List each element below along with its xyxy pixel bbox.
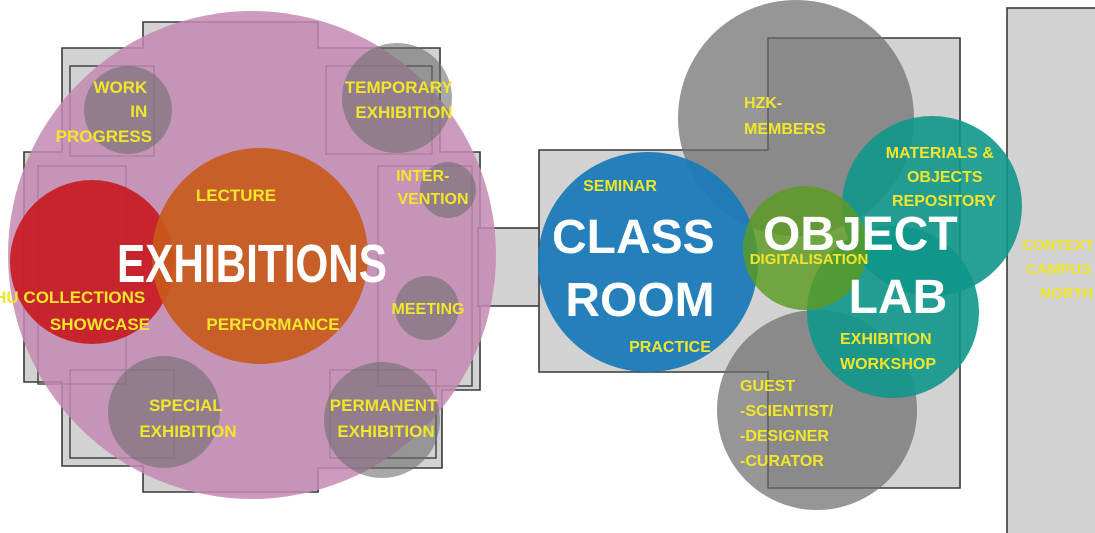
- exhibition-workshop-label: EXHIBITION WORKSHOP: [840, 331, 936, 373]
- context-labels: CONTEXT CAMPUS NORTH: [1022, 237, 1095, 302]
- lecture-performance-circle: [152, 148, 368, 364]
- exhibitions-labels: EXHIBITIONS LECTURE PERFORMANCE HU COLLE…: [0, 78, 469, 441]
- digitalisation-label: DIGITALISATION: [750, 251, 869, 268]
- permanent-exhibition-circle: [324, 362, 440, 478]
- practice-label: PRACTICE: [629, 339, 711, 356]
- classroom-labels: SEMINAR CLASS ROOM PRACTICE: [552, 178, 728, 356]
- intervention-circle: [420, 162, 476, 218]
- object-lab-labels: HZK- MEMBERS MATERIALS & OBJECTS REPOSIT…: [740, 95, 999, 470]
- hu-collections-circle: [10, 180, 174, 344]
- classroom-circle: [538, 152, 758, 372]
- work-in-progress-circle: [84, 66, 172, 154]
- performance-label: PERFORMANCE: [206, 315, 339, 334]
- object-lab-title: OBJECT LAB: [763, 208, 971, 324]
- temporary-exhibition-circle: [342, 43, 452, 153]
- classroom-lab-zone: [538, 0, 1022, 510]
- work-in-progress-label: WORK IN PROGRESS: [56, 78, 152, 146]
- classroom-title: CLASS ROOM: [552, 211, 728, 327]
- permanent-exhibition-label: PERMANENT EXHIBITION: [330, 396, 442, 441]
- materials-repository-label: MATERIALS & OBJECTS REPOSITORY: [886, 145, 999, 210]
- lecture-label: LECTURE: [196, 186, 276, 205]
- temporary-exhibition-label: TEMPORARY EXHIBITION: [345, 78, 457, 122]
- hu-collections-label: HU COLLECTIONS SHOWCASE: [0, 288, 150, 334]
- meeting-label: MEETING: [392, 301, 465, 318]
- special-exhibition-circle: [108, 356, 220, 468]
- exhibitions-zone: [8, 11, 496, 499]
- meeting-circle: [395, 276, 459, 340]
- special-exhibition-label: SPECIAL EXHIBITION: [139, 396, 236, 441]
- exhibitions-title: EXHIBITIONS: [117, 234, 387, 294]
- context-campus-north-label: CONTEXT CAMPUS NORTH: [1022, 237, 1095, 302]
- guest-roles-label: GUEST -SCIENTIST/ -DESIGNER -CURATOR: [740, 378, 838, 470]
- intervention-label: INTER- VENTION: [396, 168, 468, 208]
- context-campus-north-block: [1006, 7, 1095, 533]
- seminar-label: SEMINAR: [583, 178, 657, 195]
- digitalisation-circle: [743, 186, 867, 310]
- hzk-members-label: HZK- MEMBERS: [744, 95, 826, 138]
